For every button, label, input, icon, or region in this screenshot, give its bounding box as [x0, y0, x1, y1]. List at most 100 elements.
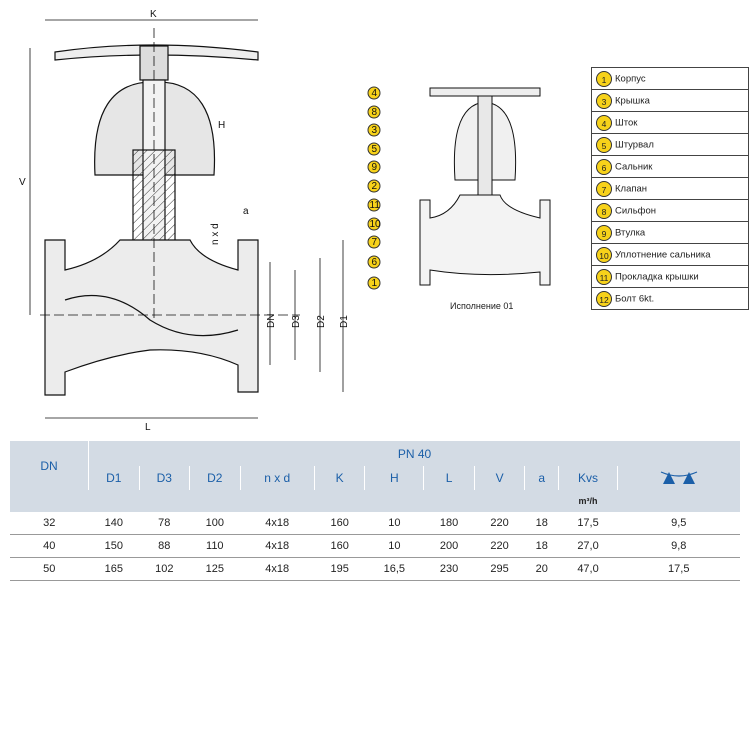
dim-nxd: n x d	[210, 223, 221, 245]
legend-label: Уплотнение сальника	[615, 249, 711, 261]
dim-K: K	[150, 9, 157, 20]
table-cell: 18	[524, 534, 559, 558]
svg-text:6: 6	[372, 257, 378, 268]
table-cell: 50	[10, 557, 89, 581]
col-header: D3	[138, 466, 190, 490]
variant-drawing	[419, 87, 551, 286]
col-header: D1	[88, 466, 140, 490]
table-cell: 150	[88, 534, 140, 558]
table-cell: 4x18	[240, 512, 315, 535]
table-cell: 220	[474, 534, 525, 558]
svg-text:4: 4	[372, 88, 378, 99]
table-cell: 18	[524, 512, 559, 535]
col-header: V	[473, 466, 525, 490]
table-cell: 47,0	[558, 557, 618, 581]
dim-D1: D1	[339, 315, 350, 328]
legend-label: Штурвал	[615, 139, 654, 151]
dim-DN: DN	[266, 314, 277, 328]
table-cell: 200	[423, 534, 475, 558]
legend-number: 5	[596, 136, 612, 153]
legend-number: 10	[596, 246, 612, 263]
col-header: L	[423, 466, 475, 490]
legend-number: 4	[596, 114, 612, 131]
dim-H: H	[218, 120, 225, 131]
legend-label: Клапан	[615, 183, 648, 195]
col-header: n x d	[239, 466, 315, 490]
table-cell: 27,0	[558, 534, 618, 558]
table-cell: 10	[364, 512, 424, 535]
dim-V: V	[19, 177, 26, 188]
table-cell: 88	[139, 534, 190, 558]
col-header: D2	[189, 466, 241, 490]
table-cell: 17,5	[558, 512, 618, 535]
table-cell: 165	[88, 557, 140, 581]
legend-label: Шток	[615, 117, 638, 129]
flow-icon	[660, 470, 698, 484]
table-cell: 9,8	[617, 534, 740, 558]
svg-text:10: 10	[370, 219, 382, 230]
legend-label: Корпус	[615, 73, 646, 85]
legend-label: Сильфон	[615, 205, 657, 217]
legend-number: 11	[596, 268, 612, 285]
legend-label: Болт 6kt.	[615, 293, 655, 305]
table-cell: 100	[189, 512, 241, 535]
table-cell: 110	[189, 534, 241, 558]
svg-text:1: 1	[372, 278, 378, 289]
table-cell: 16,5	[364, 557, 424, 581]
dim-a: a	[243, 206, 249, 217]
table-cell: 140	[88, 512, 140, 535]
variant-caption: Исполнение 01	[450, 301, 514, 311]
dim-L: L	[145, 422, 151, 433]
table-cell: 102	[139, 557, 190, 581]
dim-D2: D2	[316, 315, 327, 328]
kvs-unit: m³/h	[558, 490, 618, 512]
legend-label: Втулка	[615, 227, 646, 239]
legend-number: 12	[596, 290, 612, 307]
table-cell: 4x18	[240, 557, 315, 581]
legend-number: 3	[596, 92, 612, 109]
table-cell: 9,5	[617, 512, 740, 535]
legend-number: 6	[596, 158, 612, 175]
table-cell: 195	[314, 557, 365, 581]
variant-callouts: 4 8 3 5 9 2 11 10 7 6 1	[367, 86, 382, 290]
svg-text:2: 2	[372, 181, 378, 192]
table-cell: 220	[474, 512, 525, 535]
legend-label: Крышка	[615, 95, 650, 107]
table-cell: 160	[314, 512, 365, 535]
table-cell: 32	[10, 512, 89, 535]
table-cell: 17,5	[617, 557, 740, 581]
col-header: H	[364, 466, 424, 490]
table-cell: 230	[423, 557, 475, 581]
legend-label: Прокладка крышки	[615, 271, 699, 283]
table-cell: 160	[314, 534, 365, 558]
table-cell: 4x18	[240, 534, 315, 558]
legend-number: 9	[596, 224, 612, 241]
table-cell: 40	[10, 534, 89, 558]
table-cell: 295	[474, 557, 525, 581]
drain-icon-header	[617, 466, 740, 490]
col-header: Kvs	[558, 466, 618, 490]
svg-text:9: 9	[372, 162, 378, 173]
legend-number: 1	[596, 70, 612, 87]
spec-table: DN PN 40 D1 D3 D2 n x d K H L V a Kvs m³…	[10, 441, 740, 581]
table-cell: 10	[364, 534, 424, 558]
pn-header: PN 40	[88, 441, 740, 466]
col-header: K	[313, 466, 365, 490]
svg-text:7: 7	[372, 237, 378, 248]
svg-text:11: 11	[370, 200, 381, 211]
dn-header: DN	[10, 441, 89, 490]
col-header: a	[524, 466, 559, 490]
valve-section-drawing: K V L H a n x d DN D3 D2 D1 4 8 3 5 9 2 …	[19, 9, 551, 433]
legend-number: 7	[596, 180, 612, 197]
svg-text:3: 3	[372, 125, 378, 136]
svg-text:5: 5	[372, 144, 378, 155]
